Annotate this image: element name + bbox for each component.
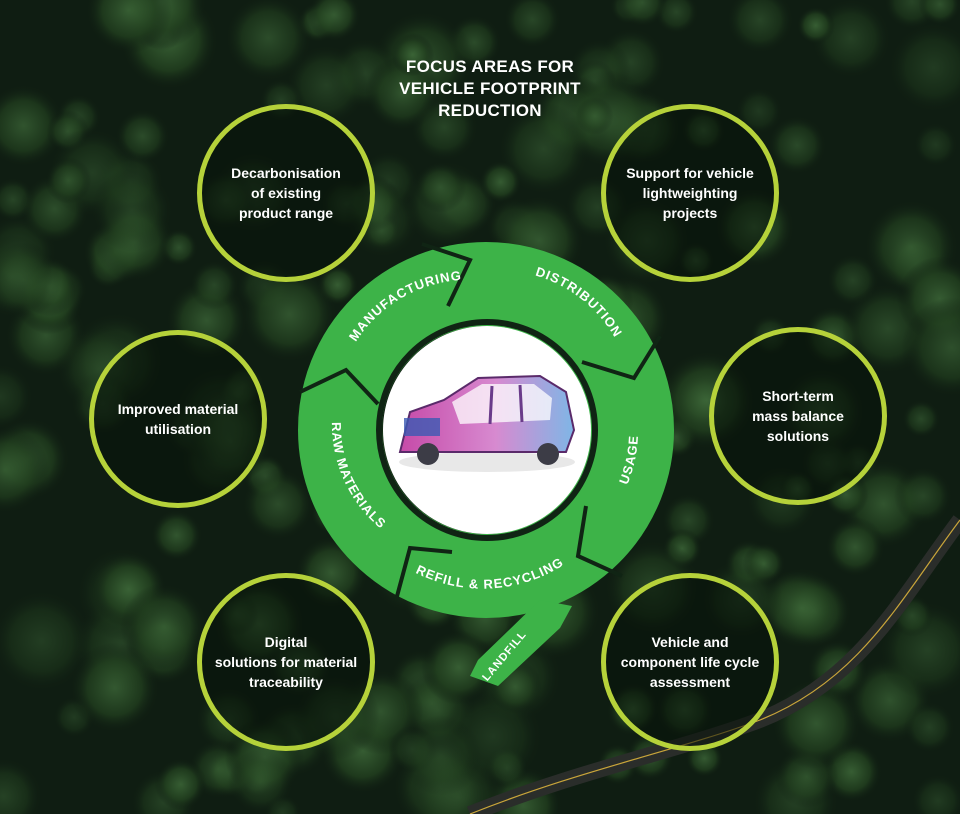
tree-canopy — [0, 235, 53, 319]
tree-canopy — [0, 425, 50, 515]
tree-canopy — [735, 87, 783, 135]
tree-canopy — [240, 265, 339, 364]
tree-canopy — [825, 516, 886, 578]
focus-label-line: Digital — [264, 634, 308, 650]
focus-area-traceability: Digital solutions for material traceabil… — [197, 573, 375, 751]
tree-canopy — [760, 566, 844, 650]
focus-label-line: mass balance — [752, 408, 844, 424]
tree-canopy — [903, 701, 956, 754]
tree-canopy — [120, 583, 208, 671]
landfill-arrow — [470, 600, 572, 686]
tree-canopy — [479, 160, 522, 204]
segment-divider — [394, 545, 453, 601]
tree-canopy — [45, 157, 92, 204]
tree-canopy — [497, 102, 591, 196]
focus-area-life-cycle-assessment: Vehicle and component life cycle assessm… — [601, 573, 779, 751]
focus-label-line: component life cycle — [620, 654, 760, 670]
focus-area-decarbonisation: Decarbonisation of existing product rang… — [197, 104, 375, 282]
tree-canopy — [617, 0, 668, 28]
tree-canopy — [918, 0, 960, 26]
tree-canopy — [224, 0, 313, 82]
tree-canopy — [503, 0, 562, 49]
title-line: VEHICLE FOOTPRINT — [399, 79, 581, 98]
segment-divider — [421, 242, 473, 307]
focus-label-line: Support for vehicle — [626, 165, 754, 181]
tree-canopy — [913, 122, 958, 167]
tree-canopy — [421, 629, 497, 705]
focus-label-line: traceability — [249, 674, 323, 690]
focus-label-line: solutions — [766, 428, 830, 444]
tree-canopy — [391, 33, 435, 77]
tree-canopy — [154, 758, 207, 811]
tree-canopy — [90, 168, 174, 252]
tree-canopy — [307, 0, 361, 42]
focus-area-lightweighting: Support for vehicle lightweighting proje… — [601, 104, 779, 282]
focus-label-line: projects — [662, 205, 718, 221]
tree-canopy — [726, 0, 794, 54]
tree-canopy — [887, 21, 960, 114]
focus-area-mass-balance: Short-term mass balance solutions — [709, 327, 887, 505]
title-line: REDUCTION — [438, 101, 542, 120]
tree-canopy — [414, 161, 467, 213]
focus-label-line: Vehicle and — [651, 634, 729, 650]
segment-divider — [575, 505, 623, 578]
focus-label-line: Improved material — [117, 401, 239, 417]
tree-canopy — [69, 642, 161, 734]
tree-canopy — [189, 260, 239, 310]
focus-label-line: of existing — [250, 185, 321, 201]
tree-canopy — [767, 115, 827, 175]
ring-band — [298, 242, 674, 618]
tree-canopy — [400, 715, 482, 796]
tree-canopy — [893, 466, 953, 526]
tree-canopy — [85, 0, 172, 54]
focus-label-line: solutions for material — [214, 654, 358, 670]
tree-canopy — [0, 757, 43, 814]
tree-canopy — [228, 748, 294, 814]
segment-divider — [299, 367, 380, 406]
tree-canopy — [0, 589, 94, 693]
tree-canopy — [364, 55, 440, 132]
tree-canopy — [901, 297, 960, 399]
segment-divider — [581, 334, 662, 381]
focus-label-line: product range — [238, 205, 334, 221]
tree-canopy — [911, 773, 960, 814]
tree-canopy — [796, 6, 835, 45]
focus-area-material-utilisation: Improved material utilisation — [89, 330, 267, 508]
focus-label-line: Decarbonisation — [231, 165, 341, 181]
tree-canopy — [0, 363, 34, 431]
focus-label-line: utilisation — [144, 421, 212, 437]
tree-canopy — [241, 467, 315, 541]
tree-canopy — [901, 399, 941, 438]
focus-label-line: Short-term — [762, 388, 834, 404]
focus-label-line: assessment — [649, 674, 731, 690]
car-body-image — [398, 374, 576, 472]
diagram-title: FOCUS AREAS FOR VEHICLE FOOTPRINT REDUCT… — [340, 56, 640, 122]
title-line: FOCUS AREAS FOR — [405, 57, 575, 76]
tree-canopy — [0, 83, 66, 168]
focus-label-line: lightweighting — [642, 185, 738, 201]
tree-canopy — [575, 97, 614, 135]
tree-canopy — [150, 509, 203, 562]
